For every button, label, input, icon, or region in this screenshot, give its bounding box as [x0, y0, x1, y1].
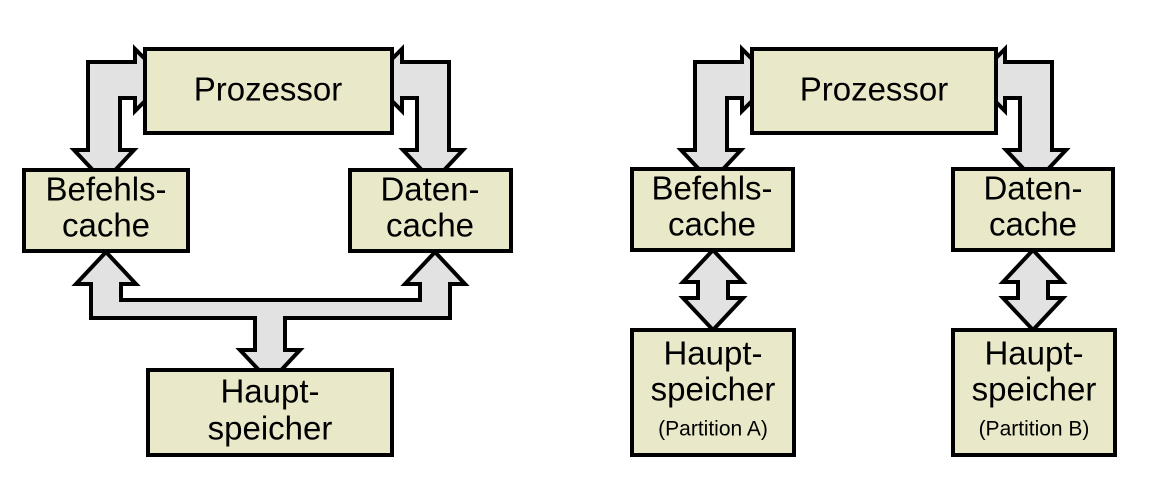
node-hauptspeicher-partition-a: Haupt- speicher (Partition A): [630, 328, 796, 457]
befehlscache-label-line1: Befehls-: [651, 170, 772, 207]
datencache-box: [348, 168, 513, 253]
hauptspeicher-a-box: [630, 328, 796, 457]
node-datencache-right: Daten- cache: [951, 167, 1115, 252]
node-befehlscache-left: Befehls- cache: [22, 168, 190, 253]
hauptspeicher-label-line1: Haupt-: [220, 373, 319, 410]
node-hauptspeicher-partition-b: Haupt- speicher (Partition B): [951, 328, 1117, 457]
befehlscache-label-line2: cache: [62, 207, 150, 244]
hauptspeicher-a-label-line1: Haupt-: [663, 335, 762, 372]
hauptspeicher-b-label-line2: speicher: [972, 371, 1097, 408]
hauptspeicher-b-label-line1: Haupt-: [984, 335, 1083, 372]
node-datencache-left: Daten- cache: [348, 168, 513, 253]
node-hauptspeicher-left: Haupt- speicher: [146, 368, 394, 457]
node-prozessor-left: Prozessor: [143, 47, 394, 135]
node-prozessor-right: Prozessor: [750, 47, 998, 135]
datencache-box: [951, 167, 1115, 252]
hauptspeicher-a-label-line2: speicher: [651, 371, 776, 408]
hauptspeicher-b-box: [951, 328, 1117, 457]
connector-dcache-to-mem-b: [998, 247, 1068, 333]
panel-partitioned-main-memory: Prozessor Befehls- cache Daten- cache Ha…: [630, 44, 1117, 457]
connector-caches-to-memory: [71, 249, 470, 385]
befehlscache-label-line1: Befehls-: [45, 171, 166, 208]
befehlscache-label-line2: cache: [668, 206, 756, 243]
prozessor-box: [750, 47, 998, 135]
hauptspeicher-label-line2: speicher: [208, 410, 333, 447]
hauptspeicher-a-partition-label: (Partition A): [658, 418, 768, 441]
befehlscache-box: [22, 168, 190, 253]
prozessor-label: Prozessor: [800, 71, 949, 108]
panel-shared-main-memory: Prozessor Befehls- cache Daten- cache Ha…: [22, 44, 513, 457]
datencache-label-line1: Daten-: [983, 170, 1082, 207]
befehlscache-box: [630, 167, 795, 252]
datencache-label-line2: cache: [989, 206, 1077, 243]
prozessor-label: Prozessor: [194, 71, 343, 108]
datencache-label-line2: cache: [386, 207, 474, 244]
hauptspeicher-b-partition-label: (Partition B): [979, 418, 1090, 441]
prozessor-box: [143, 47, 394, 135]
datencache-label-line1: Daten-: [380, 171, 479, 208]
node-befehlscache-right: Befehls- cache: [630, 167, 795, 252]
hauptspeicher-box: [146, 368, 394, 457]
connector-icache-to-mem-a: [678, 247, 748, 333]
